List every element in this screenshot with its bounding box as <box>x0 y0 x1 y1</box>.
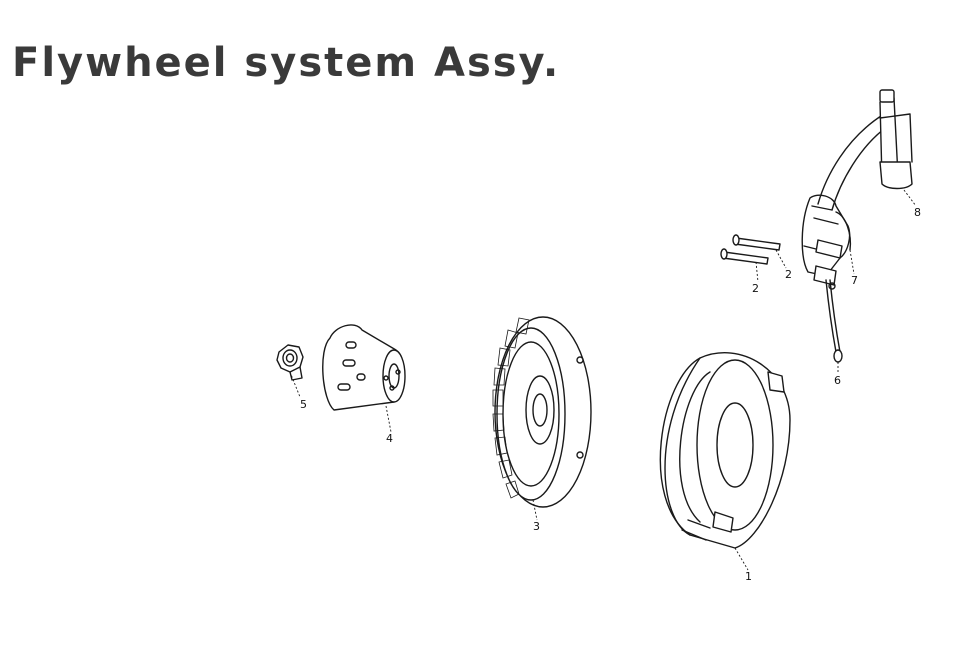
callout-part-5: 5 <box>300 398 307 411</box>
bolts-part <box>720 234 781 265</box>
callout-part-3: 3 <box>533 520 540 533</box>
page-title: Flywheel system Assy. <box>12 40 561 86</box>
starter-cup-part <box>322 324 406 411</box>
callout-part-2b: 2 <box>752 282 759 295</box>
spark-plug-cap-part <box>817 89 913 211</box>
callout-part-7: 7 <box>851 274 858 287</box>
callout-part-6: 6 <box>834 374 841 387</box>
leader-lines <box>289 189 917 571</box>
callout-part-2a: 2 <box>785 268 792 281</box>
nut-part <box>276 344 304 381</box>
callout-part-4: 4 <box>386 432 393 445</box>
stator-housing-part <box>659 352 791 549</box>
flywheel-part <box>492 316 592 508</box>
ignition-coil-part <box>801 194 852 286</box>
ground-wire-part <box>825 279 843 363</box>
callout-part-1: 1 <box>745 570 752 583</box>
callout-part-8: 8 <box>914 206 921 219</box>
